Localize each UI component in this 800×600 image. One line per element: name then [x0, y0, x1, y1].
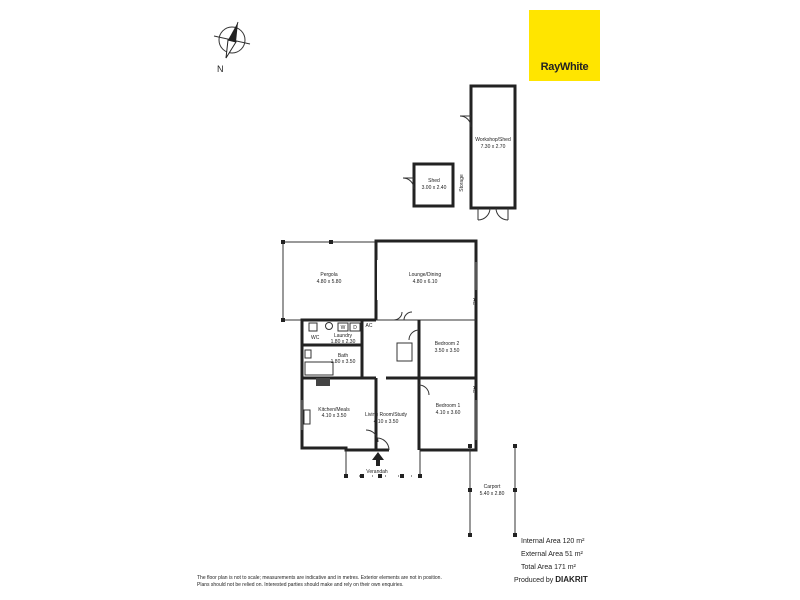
bedroom2-dims: 3.50 x 3.50	[435, 348, 460, 354]
internal-area: Internal Area 120 m²	[521, 538, 585, 545]
washer-label: W	[341, 325, 346, 331]
compass-north-label: N	[217, 64, 224, 74]
total-area: Total Area 171 m²	[521, 564, 576, 571]
laundry-dims: 1.80 x 2.30	[331, 339, 356, 345]
lounge-ac-label: AC	[471, 298, 477, 305]
laundry-name: Laundry	[334, 333, 353, 339]
producer-prefix: Produced by	[514, 577, 554, 584]
dryer-label: D	[353, 325, 357, 331]
storage-label: Storage	[459, 174, 465, 192]
pergola: Pergola 4.80 x 5.80	[281, 240, 376, 322]
disclaimer-line-1: The floor plan is not to scale; measurem…	[197, 575, 442, 581]
bedroom1-dims: 4.10 x 3.60	[436, 410, 461, 416]
verandah: Verandah	[344, 450, 422, 478]
compass-icon	[213, 21, 251, 59]
wet-areas: W D WC Laundry 1.80 x 2.30 AC Bath 1.80 …	[304, 322, 373, 386]
raywhite-logo: RayWhite	[529, 10, 600, 81]
bedroom1-ac-label: AC	[471, 386, 477, 393]
lounge-name: Lounge/Dining	[409, 272, 441, 278]
producer-name: DIAKRIT	[555, 575, 588, 584]
kitchen-name: Kitchen/Meals	[318, 407, 350, 413]
kitchen-counter-icon	[303, 409, 311, 425]
laundry-ac-label: AC	[366, 323, 373, 329]
bath-dims: 1.80 x 3.50	[331, 359, 356, 365]
pergola-name: Pergola	[320, 272, 337, 278]
brand-name: RayWhite	[540, 61, 589, 73]
disclaimer-line-2: Plans should not be relied on. Intereste…	[197, 582, 404, 588]
bedroom1-name: Bedroom 1	[436, 403, 461, 409]
small-shed: Shed 3.00 x 2.40	[402, 162, 455, 208]
shed-name: Shed	[428, 178, 440, 184]
workshop-shed: Workshop/Shed 7.30 x 2.70 Storage	[459, 84, 517, 221]
carport-dims: 5.40 x 2.80	[480, 491, 505, 497]
carport: Carport 5.40 x 2.80	[468, 444, 517, 537]
verandah-label: Verandah	[366, 469, 388, 475]
external-area: External Area 51 m²	[521, 551, 583, 558]
entrance-arrow-icon	[372, 452, 384, 466]
living-name: Living Room/Study	[365, 412, 407, 418]
lounge-dims: 4.80 x 6.10	[413, 279, 438, 285]
wc-label: WC	[311, 335, 320, 341]
area-summary: Internal Area 120 m² External Area 51 m²…	[521, 535, 584, 574]
bath-name: Bath	[338, 353, 349, 359]
carport-name: Carport	[484, 484, 501, 490]
shed-dims: 3.00 x 2.40	[422, 185, 447, 191]
producer-credit: Produced by DIAKRIT	[514, 575, 588, 584]
bedroom2-name: Bedroom 2	[435, 341, 460, 347]
disclaimer: The floor plan is not to scale; measurem…	[197, 575, 457, 589]
workshop-name: Workshop/Shed	[475, 137, 511, 143]
house-walls	[300, 239, 478, 452]
bathtub-icon	[304, 361, 334, 376]
kitchen-dims: 4.10 x 3.50	[322, 413, 347, 419]
pergola-dims: 4.80 x 5.80	[317, 279, 342, 285]
workshop-dims: 7.30 x 2.70	[481, 144, 506, 150]
living-dims: 4.10 x 3.50	[374, 419, 399, 425]
basin-icon	[325, 322, 333, 330]
